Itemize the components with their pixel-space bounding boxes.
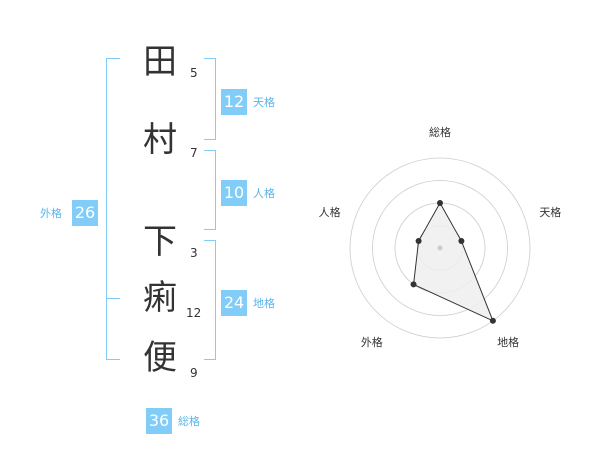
- stroke-count-3: 3: [190, 246, 198, 260]
- chikaku-badge: 24: [221, 290, 247, 316]
- tenkaku-bracket: [204, 58, 216, 140]
- jinkaku-badge: 10: [221, 180, 247, 206]
- name-char-5: 便: [143, 338, 177, 378]
- stroke-count-4: 12: [186, 306, 202, 320]
- radar-point-1: [437, 200, 443, 206]
- name-char-4: 痢: [143, 278, 177, 318]
- radar-axis-label-1: 総格: [429, 125, 451, 139]
- gaikaku-bracket: [106, 58, 120, 360]
- radar-area: [413, 201, 494, 322]
- stroke-count-2: 7: [190, 146, 198, 160]
- radar-point-5: [415, 238, 422, 245]
- radar-axis-label-2: 天格: [539, 205, 561, 219]
- radar-point-4: [410, 281, 417, 288]
- tenkaku-label: 天格: [253, 96, 275, 109]
- chikaku-label: 地格: [253, 297, 275, 310]
- gaikaku-badge: 26: [72, 200, 98, 226]
- jinkaku-label: 人格: [253, 187, 275, 200]
- gaikaku-bracket-tick: [106, 298, 120, 299]
- radar-point-2: [458, 238, 465, 245]
- name-char-1: 田: [143, 42, 177, 82]
- radar-axis-label-4: 外格: [361, 335, 383, 349]
- name-char-2: 村: [143, 120, 177, 160]
- stroke-count-1: 5: [190, 66, 198, 80]
- tenkaku-badge: 12: [221, 89, 247, 115]
- radar-axis-label-3: 地格: [497, 335, 519, 349]
- radar-center: [437, 245, 443, 251]
- chikaku-bracket: [204, 240, 216, 360]
- jinkaku-bracket: [204, 150, 216, 230]
- gaikaku-label: 外格: [40, 207, 62, 220]
- radar-ring-3: [372, 180, 508, 316]
- soukaku-badge: 36: [146, 408, 172, 434]
- radar-ring-4: [349, 157, 531, 339]
- stroke-count-5: 9: [190, 366, 198, 380]
- radar-axis-label-5: 人格: [319, 205, 341, 219]
- radar-points: [410, 200, 496, 324]
- name-char-3: 下: [143, 222, 177, 262]
- radar-point-3: [489, 317, 496, 324]
- soukaku-label: 総格: [178, 415, 200, 428]
